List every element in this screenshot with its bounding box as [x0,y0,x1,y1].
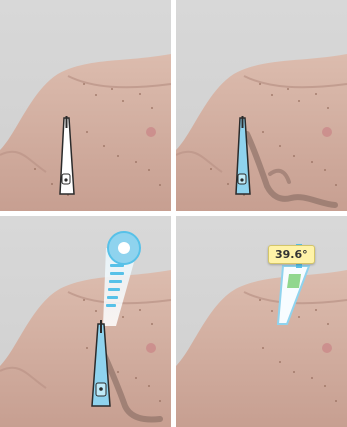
step-3-panel [0,216,171,427]
step-1-illustration [0,0,171,211]
step-4-illustration [176,216,347,427]
step-4-panel: 39.6° [176,216,347,427]
step-3-illustration [0,216,171,427]
step-2-panel [176,0,347,211]
step-1-panel [0,0,171,211]
temperature-readout: 39.6° [268,245,315,264]
step-2-illustration [176,0,347,211]
